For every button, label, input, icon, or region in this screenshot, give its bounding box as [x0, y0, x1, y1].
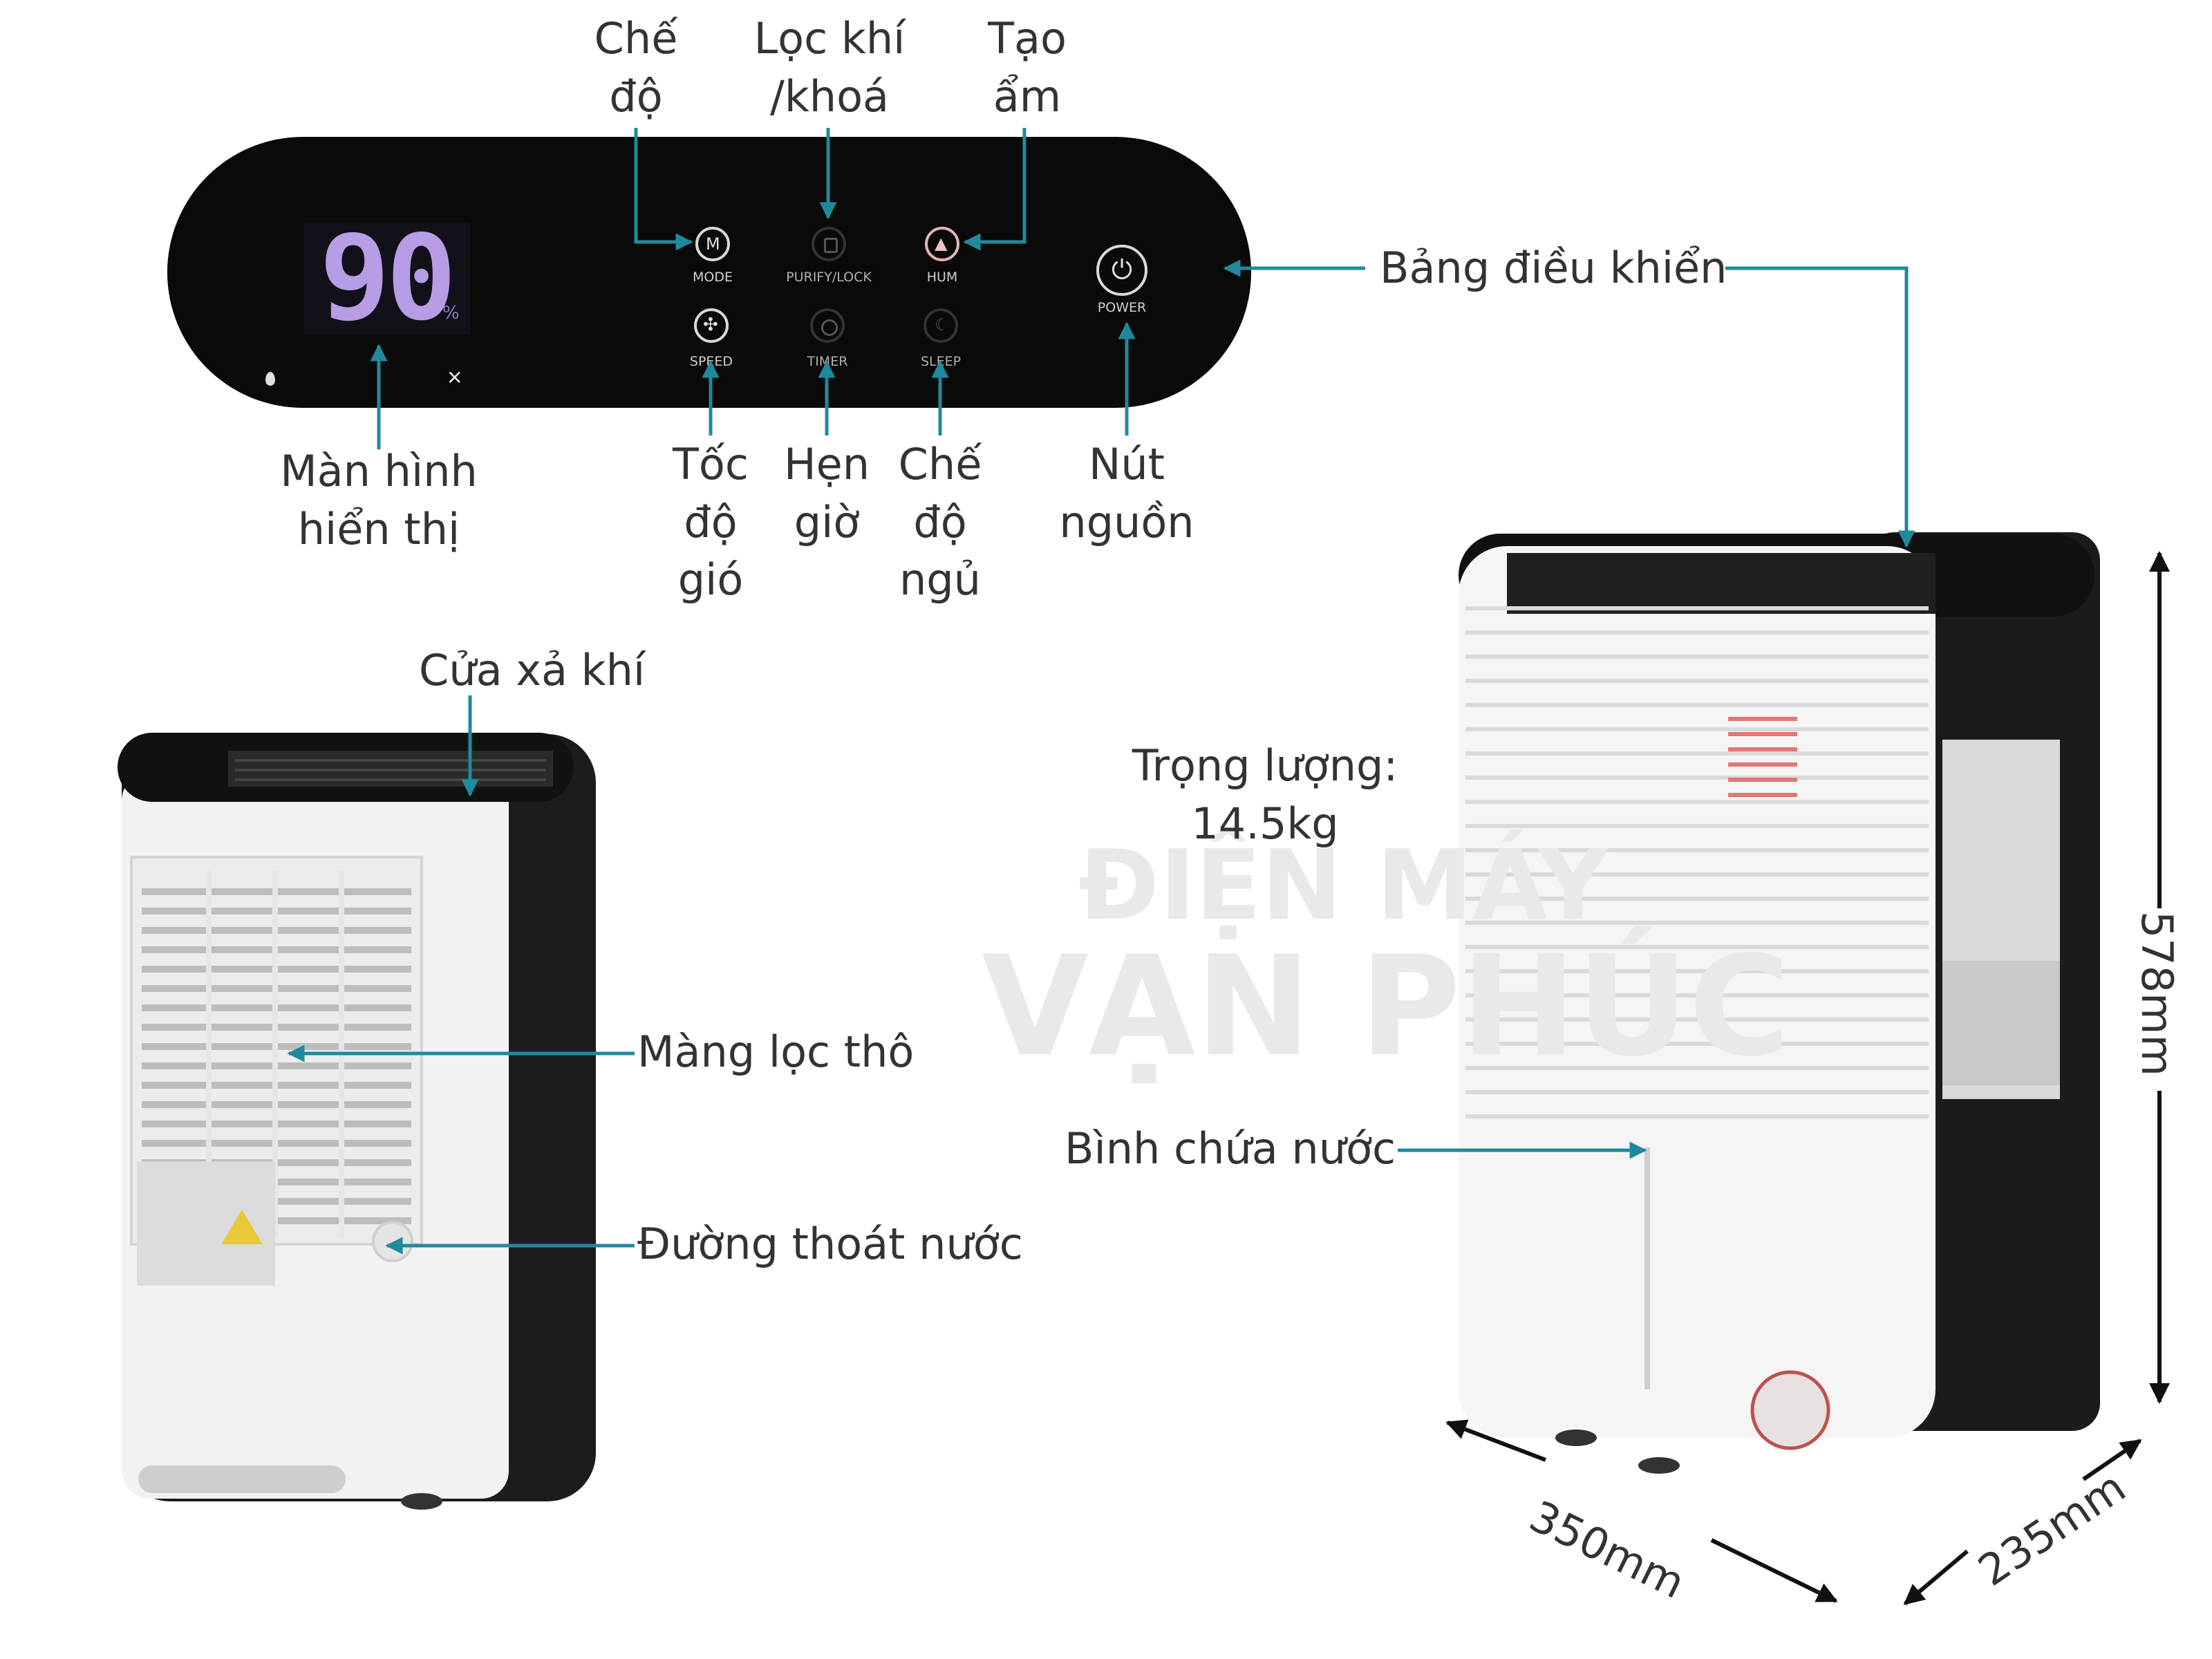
lock-icon	[824, 238, 838, 253]
hum-label: HUM	[926, 270, 958, 285]
watermark-line1: ĐIỆN MÁY	[1078, 830, 1609, 942]
label-loc-khi-khoa: Lọc khí /khoá	[753, 13, 906, 122]
display-value: 90	[319, 210, 457, 347]
power-label: POWER	[1097, 300, 1147, 315]
water-drop-icon	[265, 372, 275, 386]
clock-icon	[821, 319, 838, 336]
fan-icon: ✣	[703, 315, 718, 335]
label-mang-loc-tho: Màng lọc thô	[637, 1027, 915, 1077]
dimension-height: 578mm	[2131, 910, 2182, 1076]
label-hen-gio: Hẹn giờ	[783, 439, 870, 547]
purify-lock-button[interactable]	[812, 227, 846, 261]
timer-button[interactable]	[810, 308, 845, 343]
label-binh-chua-nuoc: Bình chứa nước	[1065, 1123, 1396, 1174]
sleep-button[interactable]: ☾	[924, 308, 958, 343]
sleep-icon: ☾	[935, 315, 950, 335]
display-screen	[304, 223, 470, 335]
speed-button[interactable]: ✣	[694, 308, 729, 343]
label-duong-thoat-nuoc: Đường thoát nước	[637, 1219, 1023, 1269]
purify-lock-label: PURIFY/LOCK	[786, 270, 872, 285]
mode-label: MODE	[693, 270, 733, 285]
watermark-line2: VẠN PHÚC	[982, 926, 1790, 1087]
label-che-do-ngu: Chế độ ngủ	[898, 439, 982, 606]
power-icon: ⏻	[1112, 254, 1133, 285]
fan-x-icon: ✕	[447, 366, 463, 389]
label-nut-nguon: Nút nguồn	[1059, 439, 1194, 547]
back-view-device	[118, 733, 596, 1510]
label-trong-luong: Trọng lượng: 14.5kg	[1132, 740, 1398, 849]
label-toc-do-gio: Tốc độ gió	[673, 439, 749, 606]
display-unit: %	[442, 303, 460, 324]
hum-button[interactable]: ▲	[925, 227, 959, 261]
label-man-hinh-hien-thi: Màn hình hiển thị	[280, 446, 478, 554]
power-button[interactable]: ⏻	[1096, 245, 1147, 296]
label-cua-xa-khi: Cửa xả khí	[419, 645, 646, 695]
label-tao-am: Tạo ẩm	[988, 13, 1067, 122]
mode-button[interactable]: M	[695, 227, 730, 261]
mode-icon: M	[706, 234, 720, 254]
label-che-do: Chế độ	[594, 13, 678, 122]
humidity-icon: ▲	[935, 234, 948, 253]
front-view-device	[1459, 532, 2100, 1474]
label-bang-dieu-khien: Bảng điều khiển	[1380, 243, 1727, 293]
